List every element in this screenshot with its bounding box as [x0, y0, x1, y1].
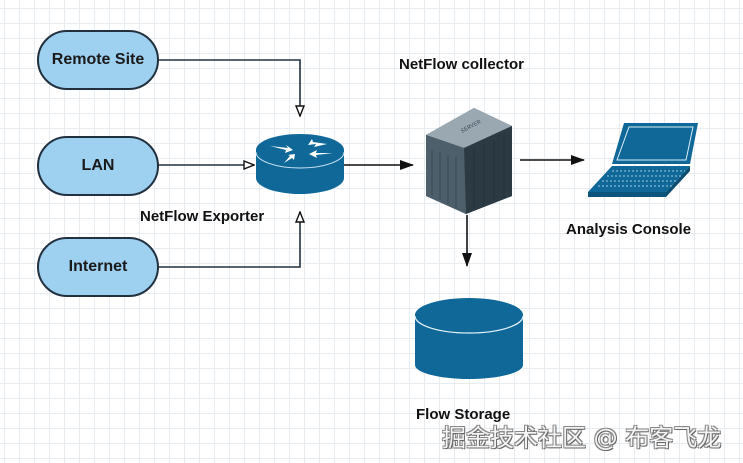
console-label: Analysis Console — [566, 221, 692, 238]
node-internet-label: Internet — [68, 258, 128, 275]
edge-remote-site-to-exporter — [158, 59, 300, 116]
node-lan-label: LAN — [81, 157, 115, 174]
node-lan[interactable]: LAN — [37, 136, 159, 196]
node-internet[interactable]: Internet — [37, 237, 159, 297]
watermark: 掘金技术社区 @ 布客飞龙 — [442, 424, 722, 452]
node-remote-site[interactable]: Remote Site — [37, 30, 159, 90]
collector-label: NetFlow collector — [399, 56, 525, 73]
edge-internet-to-exporter — [158, 212, 300, 268]
database-icon[interactable] — [414, 298, 524, 379]
laptop-icon[interactable] — [588, 123, 698, 197]
server-icon[interactable]: SERVER — [426, 108, 512, 214]
exporter-label: NetFlow Exporter — [140, 208, 265, 225]
router-icon[interactable] — [255, 134, 345, 194]
node-remote-site-label: Remote Site — [51, 51, 145, 68]
storage-label: Flow Storage — [416, 406, 511, 423]
